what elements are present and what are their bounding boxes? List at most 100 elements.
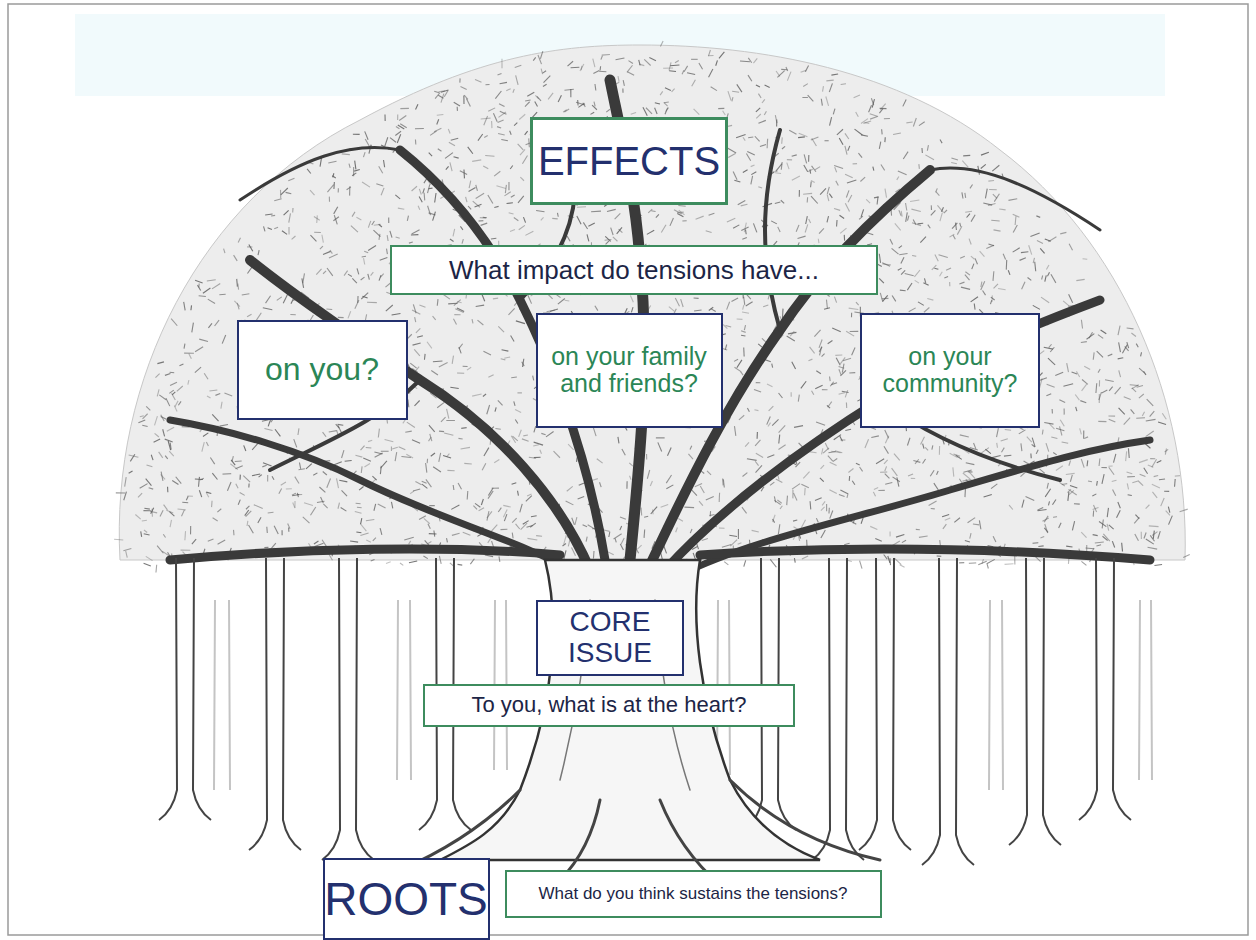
leaf-stroke [1109, 387, 1113, 391]
leaf-stroke [525, 131, 528, 135]
leaf-stroke [1124, 397, 1131, 400]
leaf-stroke [313, 473, 317, 475]
leaf-stroke [387, 235, 389, 241]
leaf-stroke [239, 475, 240, 480]
leaf-stroke [219, 294, 225, 296]
leaf-stroke [987, 563, 989, 568]
leaf-stroke [443, 456, 451, 458]
leaf-stroke [915, 459, 919, 464]
leaf-stroke [540, 450, 542, 454]
leaf-stroke [860, 467, 863, 471]
leaf-stroke [841, 83, 846, 85]
leaf-stroke [423, 556, 427, 559]
leaf-stroke [388, 217, 389, 222]
leaf-stroke [826, 97, 829, 106]
leaf-stroke [207, 280, 216, 281]
leaf-stroke [1063, 384, 1073, 386]
leaf-stroke [512, 518, 516, 523]
leaf-stroke [971, 297, 978, 302]
leaf-stroke [684, 507, 694, 509]
leaf-stroke [360, 533, 368, 535]
leaf-stroke [952, 223, 957, 229]
leaf-stroke [661, 504, 669, 507]
leaf-stroke [969, 562, 976, 564]
leaf-stroke [741, 204, 748, 206]
leaf-stroke [144, 530, 147, 532]
leaf-stroke [166, 398, 170, 406]
leaf-stroke [204, 373, 208, 379]
leaf-stroke [548, 93, 553, 100]
leaf-stroke [347, 187, 351, 190]
leaf-stroke [476, 185, 478, 191]
leaf-stroke [339, 480, 347, 482]
leaf-stroke [875, 539, 881, 542]
leaf-stroke [885, 474, 890, 479]
leaf-stroke [595, 306, 598, 311]
leaf-stroke [434, 128, 441, 132]
leaf-stroke [527, 92, 534, 96]
leaf-stroke [450, 162, 452, 171]
leaf-stroke [277, 297, 282, 300]
leaf-stroke [1060, 482, 1065, 486]
leaf-stroke [1028, 277, 1032, 280]
leaf-stroke [439, 556, 441, 564]
leaf-stroke [409, 541, 411, 544]
leaf-stroke [781, 162, 783, 170]
leaf-stroke [754, 390, 761, 392]
leaf-stroke [727, 218, 735, 222]
leaf-stroke [1115, 387, 1121, 394]
leaf-stroke [1093, 511, 1094, 517]
leaf-stroke [821, 530, 825, 538]
leaf-stroke [459, 344, 463, 349]
leaf-stroke [480, 217, 486, 219]
leaf-stroke [661, 225, 666, 233]
leaf-stroke [942, 515, 949, 517]
leaf-stroke [865, 439, 869, 448]
leaf-stroke [931, 205, 932, 210]
leaf-stroke [458, 438, 462, 440]
leaf-stroke [199, 490, 201, 497]
leaf-stroke [544, 76, 551, 83]
leaf-stroke [203, 433, 208, 437]
leaf-stroke [476, 305, 484, 306]
leaf-stroke [669, 307, 675, 312]
leaf-stroke [268, 420, 270, 426]
leaf-stroke [206, 442, 208, 446]
leaf-stroke [234, 255, 238, 261]
leaf-stroke [303, 273, 305, 283]
leaf-stroke [916, 529, 920, 530]
leaf-stroke [641, 508, 643, 516]
leaf-stroke [411, 234, 419, 236]
leaf-stroke [281, 482, 286, 485]
leaf-stroke [781, 137, 783, 143]
leaf-stroke [487, 405, 490, 414]
leaf-stroke [1158, 531, 1161, 539]
leaf-stroke [578, 496, 585, 499]
leaf-stroke [399, 115, 406, 120]
leaf-stroke [499, 104, 504, 107]
leaf-stroke [890, 239, 893, 244]
leaf-stroke [660, 91, 663, 95]
leaf-stroke [848, 468, 853, 472]
leaf-stroke [885, 482, 892, 484]
leaf-stroke [444, 433, 453, 435]
leaf-stroke [518, 144, 524, 150]
leaf-stroke [182, 502, 188, 504]
leaf-stroke [364, 258, 365, 264]
leaf-stroke [286, 192, 292, 193]
leaf-stroke [114, 539, 123, 541]
leaf-stroke [828, 508, 829, 514]
leaf-stroke [840, 439, 845, 440]
leaf-stroke [143, 510, 150, 511]
leaf-stroke [496, 186, 505, 189]
leaf-stroke [1098, 335, 1103, 339]
leaf-stroke [699, 63, 703, 69]
leaf-stroke [352, 278, 357, 283]
leaf-stroke [566, 501, 574, 505]
leaf-stroke [577, 206, 586, 208]
leaf-stroke [412, 186, 417, 191]
leaf-stroke [787, 159, 792, 160]
leaf-stroke [310, 190, 315, 195]
leaf-stroke [969, 472, 975, 479]
leaf-stroke [1119, 370, 1121, 377]
